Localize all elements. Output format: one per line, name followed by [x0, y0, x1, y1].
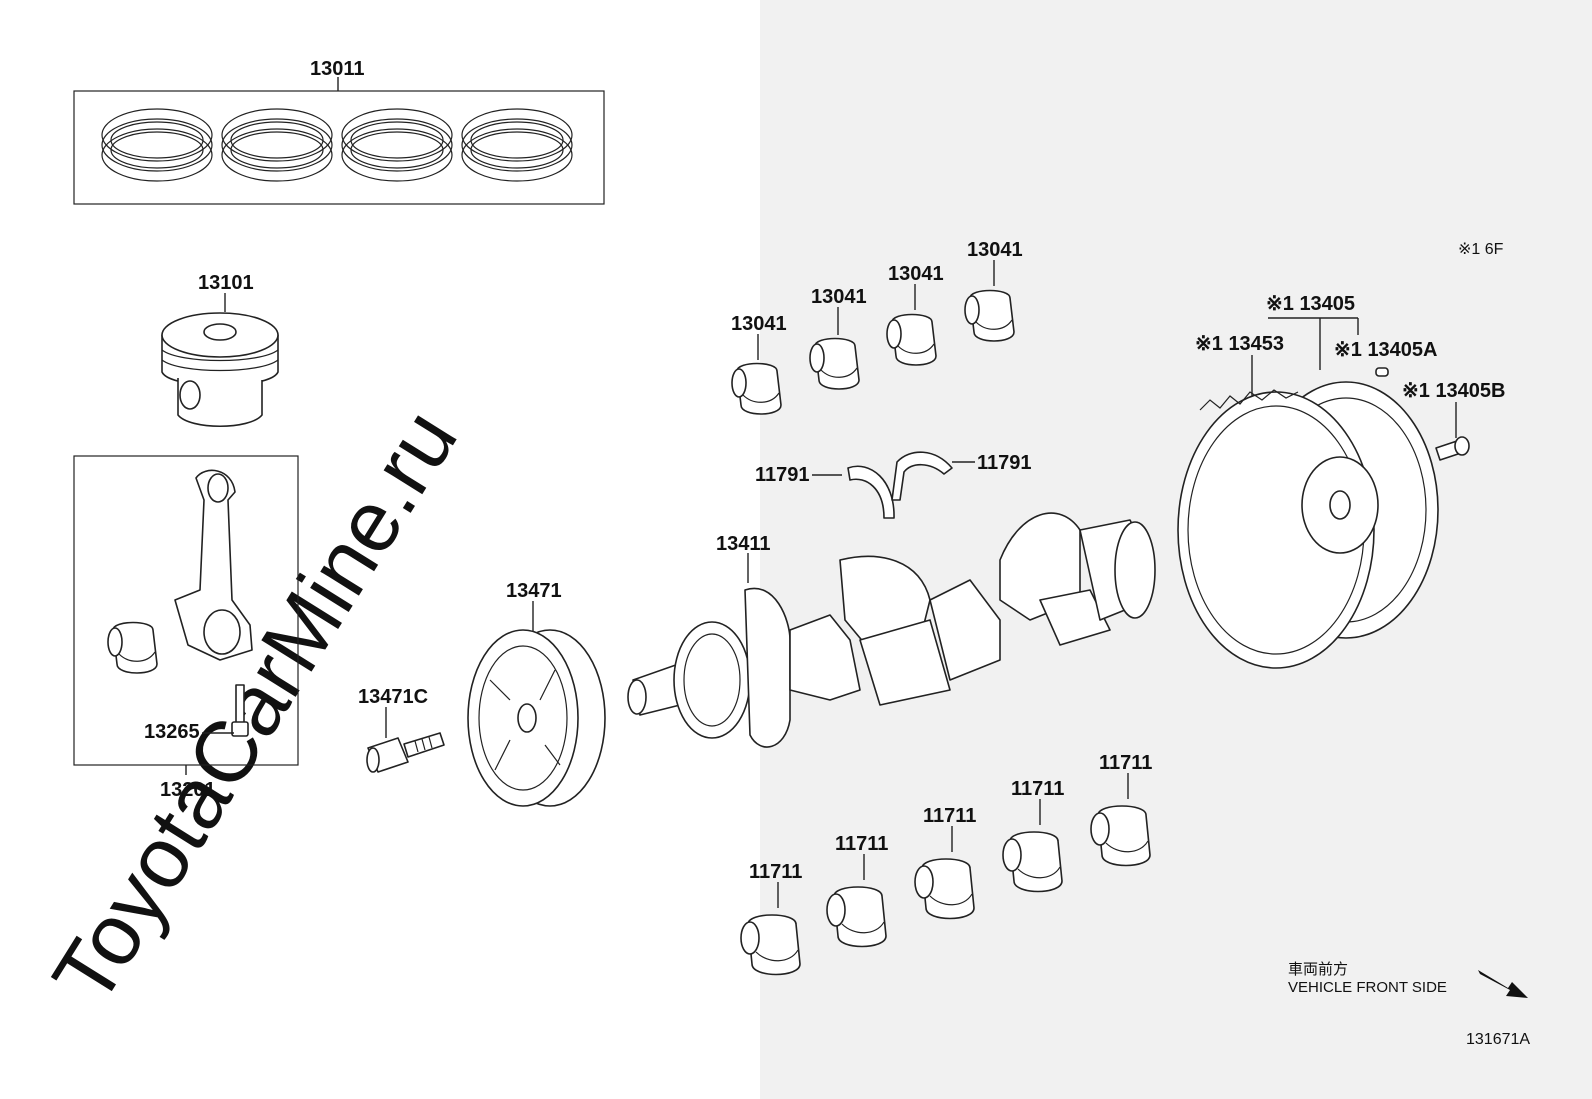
main-bearing-2 — [826, 886, 887, 948]
label-13405: ※1 13405 — [1266, 293, 1355, 315]
thrust-washers-group: 11791 11791 — [755, 451, 1032, 519]
main-bearing-5 — [1090, 805, 1151, 867]
piston-ring-set-group: 13011 — [73, 58, 605, 205]
label-13011: 13011 — [310, 58, 365, 80]
piston-ring-4 — [461, 108, 573, 182]
shaded-background-panel — [760, 0, 1592, 1099]
piston-ring-2 — [221, 108, 333, 182]
conrod-bearing-4 — [964, 289, 1015, 342]
piston-group: 13101 — [161, 272, 279, 428]
crank-sprocket — [673, 621, 751, 739]
label-13405A: ※1 13405A — [1334, 339, 1438, 361]
main-bearing-4 — [1002, 831, 1063, 893]
label-13041-3: 13041 — [888, 263, 944, 285]
label-11791-right: 11791 — [977, 452, 1032, 474]
crankshaft-pulley-group: 13471 — [467, 580, 606, 807]
label-13471: 13471 — [506, 580, 562, 602]
label-13201: 13201 — [160, 779, 216, 801]
piston-ring-3 — [341, 108, 453, 182]
label-13041-4: 13041 — [967, 239, 1023, 261]
label-13041-2: 13041 — [811, 286, 867, 308]
piston-ring-1 — [101, 108, 213, 182]
label-11711-5: 11711 — [1099, 752, 1152, 774]
conrod-bearing-1 — [731, 362, 782, 415]
main-bearing-3 — [914, 858, 975, 920]
label-13453: ※1 13453 — [1195, 333, 1284, 355]
vehicle-front-indicator: 車両前方 VEHICLE FRONT SIDE — [1288, 961, 1528, 998]
thrust-washer-left — [847, 465, 895, 519]
crank-flange — [1114, 521, 1156, 619]
main-bearing-1 — [740, 914, 801, 976]
label-13101: 13101 — [198, 272, 254, 294]
connecting-rod-group: 13265 13201 — [73, 455, 299, 801]
crankshaft-group: 13411 — [627, 512, 1156, 748]
label-11711-1: 11711 — [749, 861, 802, 883]
main-bearings-group: 11711 11711 11711 11711 11711 — [740, 752, 1152, 976]
label-13405B: ※1 13405B — [1402, 380, 1506, 402]
label-11711-2: 11711 — [835, 833, 888, 855]
label-13041-1: 13041 — [731, 313, 787, 335]
conrod-bearings-group: 13041 13041 13041 13041 — [731, 239, 1023, 415]
conrod-bearing-2 — [809, 337, 860, 390]
connecting-rod-body — [174, 469, 253, 661]
conrod-bearing-3 — [886, 313, 937, 366]
thrust-washer-right — [891, 451, 953, 501]
piston-ring-set-frame — [73, 90, 605, 205]
label-11711-4: 11711 — [1011, 778, 1064, 800]
flywheel-group: ※1 6F ※1 13405 ※1 13453 ※1 13405A ※1 134… — [1177, 241, 1506, 669]
label-13471C: 13471C — [358, 686, 428, 708]
label-11711-3: 11711 — [923, 805, 976, 827]
label-13411: 13411 — [716, 533, 771, 555]
diagram-code: 131671A — [1466, 1031, 1530, 1048]
note-6F: ※1 6F — [1458, 241, 1504, 258]
front-direction-arrow-icon — [1478, 970, 1528, 998]
conrod-bearing-in-frame — [107, 621, 158, 674]
direction-label-jp: 車両前方 — [1288, 961, 1348, 978]
label-13265: 13265 — [144, 721, 200, 743]
label-11791-left: 11791 — [755, 464, 810, 486]
direction-label-en: VEHICLE FRONT SIDE — [1288, 979, 1447, 996]
pulley-bolt-group: 13471C — [358, 686, 445, 773]
